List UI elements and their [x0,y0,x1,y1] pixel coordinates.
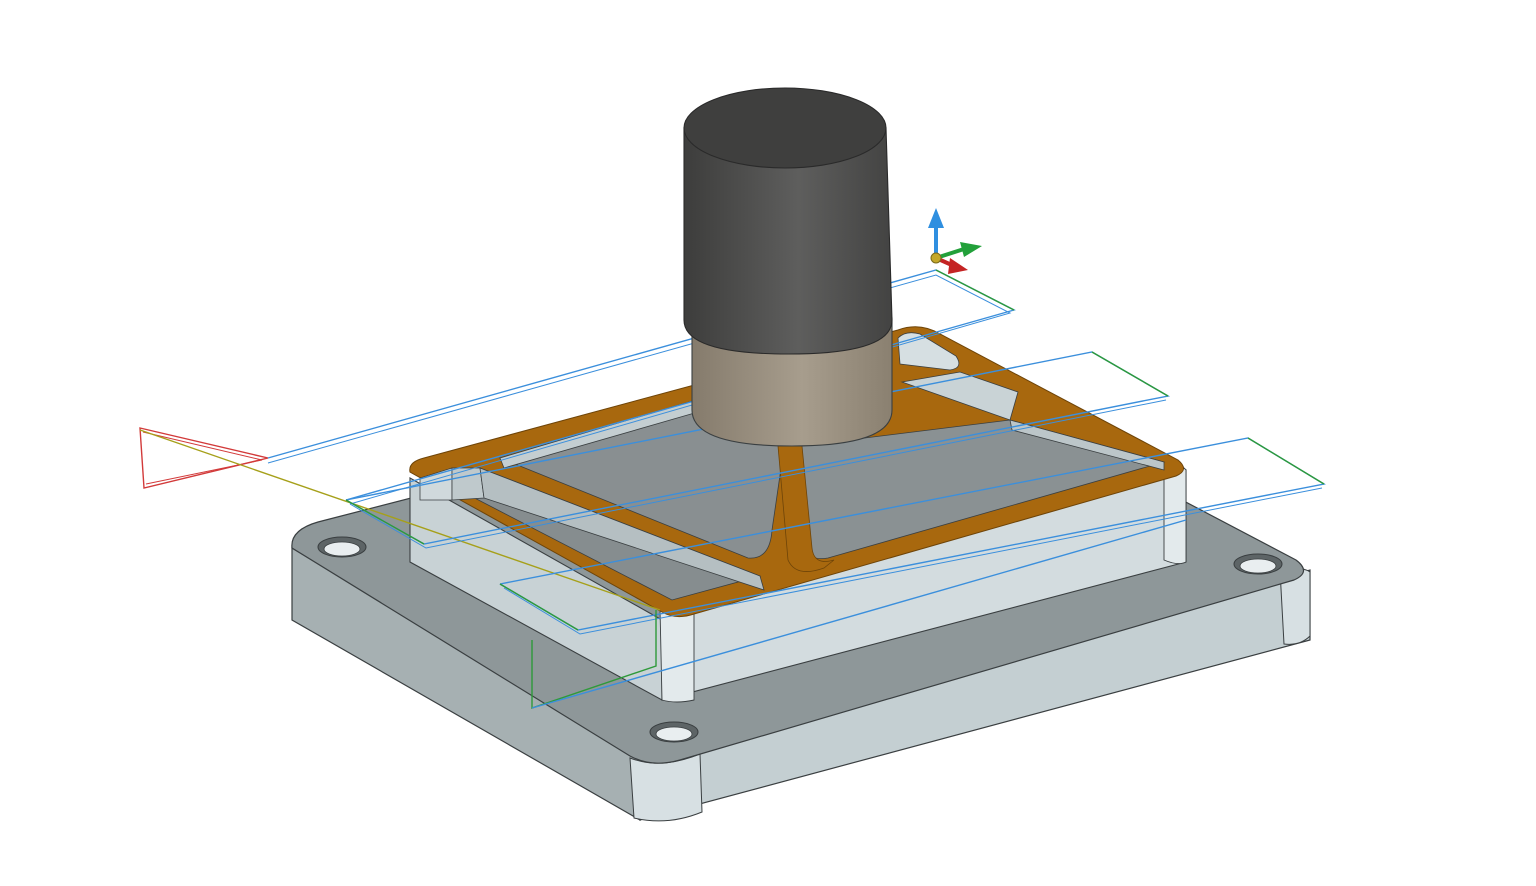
toolpath-lead-in [139,427,269,489]
base-plate-corner-front [629,753,703,822]
mounting-hole-left [317,536,367,558]
pocket-small-back [897,332,960,371]
toolpath-rapid [139,429,661,611]
axis-z-arrow [928,208,944,258]
wcs-origin-point [930,252,942,264]
mounting-hole-front [649,721,699,743]
pocket-wall-diagonal [479,467,765,591]
toolpath-link [531,610,657,709]
toolpath-floor-pass [531,519,1187,709]
pocket-rib [777,445,835,572]
mounting-hole-right [1233,553,1283,575]
tool-body [683,127,893,355]
boss-front-corner [659,607,695,703]
axis-y-arrow [935,242,982,260]
wcs-triad[interactable] [928,208,982,274]
tool-top-cap [683,87,887,169]
end-mill-tool[interactable] [683,87,893,447]
